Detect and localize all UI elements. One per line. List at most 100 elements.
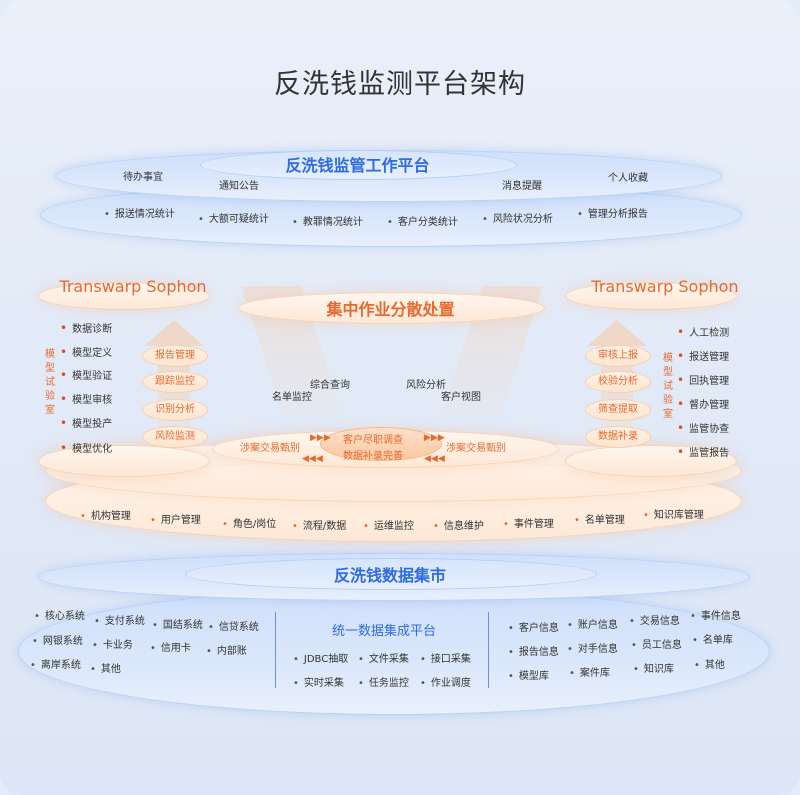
- mgmt-item[interactable]: 角色/岗位: [222, 515, 276, 530]
- source-item[interactable]: 离岸系统: [30, 656, 81, 671]
- mgmt-item[interactable]: 信息维护: [433, 517, 484, 532]
- left-divider: [275, 612, 276, 688]
- flow-item[interactable]: 客户尽职调查: [343, 435, 403, 446]
- item-message[interactable]: 消息提醒: [502, 181, 542, 192]
- center-label[interactable]: 客户视图: [441, 392, 481, 403]
- right-chip[interactable]: 筛查提取: [585, 399, 651, 421]
- left-lab-item[interactable]: 模型验证: [60, 367, 112, 382]
- integration-item[interactable]: 接口采集: [420, 650, 471, 665]
- info-item[interactable]: 报告信息: [508, 643, 559, 658]
- left-chip[interactable]: 跟踪监控: [142, 371, 208, 393]
- info-item[interactable]: 其他: [694, 656, 725, 671]
- item-favorites[interactable]: 个人收藏: [608, 173, 648, 184]
- right-divider: [488, 612, 489, 688]
- right-lab-label-text: 模型试验室: [663, 353, 673, 420]
- source-item[interactable]: 卡业务: [92, 636, 133, 651]
- info-item[interactable]: 账户信息: [567, 616, 618, 631]
- integration-item[interactable]: 实时采集: [293, 674, 344, 689]
- info-item[interactable]: 模型库: [508, 667, 549, 682]
- page-title: 反洗钱监测平台架构: [274, 69, 526, 100]
- info-item[interactable]: 名单库: [692, 631, 733, 646]
- stat-risk[interactable]: 风险状况分析: [482, 210, 553, 225]
- flow-arrow-right-icon: ▶▶▶: [310, 433, 331, 443]
- right-lab-item[interactable]: 人工检测: [677, 324, 729, 339]
- source-item[interactable]: 其他: [90, 660, 121, 675]
- right-chip[interactable]: 审核上报: [585, 345, 651, 367]
- data-mart-title-ellipse: [185, 558, 597, 590]
- data-mart-title: 反洗钱数据集市: [333, 566, 446, 585]
- left-lab-label-text: 模型试验室: [45, 349, 55, 416]
- stat-mgmt-report[interactable]: 管理分析报告: [577, 205, 648, 220]
- center-label[interactable]: 风险分析: [406, 380, 446, 391]
- integration-item[interactable]: 文件采集: [358, 650, 409, 665]
- info-item[interactable]: 交易信息: [629, 612, 680, 627]
- center-core-ellipse: [320, 427, 442, 461]
- left-sophon-ellipse: [38, 282, 210, 310]
- left-lab-item[interactable]: 模型优化: [60, 440, 112, 455]
- left-lab-item[interactable]: 模型投产: [60, 415, 112, 430]
- source-item[interactable]: 内部账: [206, 642, 247, 657]
- info-item[interactable]: 对手信息: [567, 640, 618, 655]
- mgmt-item[interactable]: 知识库管理: [643, 506, 704, 521]
- left-lab-item[interactable]: 模型定义: [60, 344, 112, 359]
- left-sophon-title: Transwarp Sophon: [59, 277, 207, 296]
- stat-crime[interactable]: 教罪情况统计: [292, 213, 363, 228]
- mgmt-item[interactable]: 流程/数据: [292, 517, 346, 532]
- left-up-arrow-icon: [144, 320, 204, 346]
- right-lab-item[interactable]: 督办管理: [677, 396, 729, 411]
- left-chip[interactable]: 风险监测: [142, 426, 208, 448]
- platform-title: 反洗钱监管工作平台: [285, 156, 430, 175]
- center-title: 集中作业分散处置: [326, 300, 455, 319]
- center-label[interactable]: 名单监控: [272, 392, 312, 403]
- integration-item[interactable]: 作业调度: [420, 674, 471, 689]
- right-sophon-title: Transwarp Sophon: [591, 277, 739, 296]
- right-lab-item[interactable]: 回执管理: [677, 372, 729, 387]
- right-sophon-ellipse: [565, 282, 737, 310]
- integration-item[interactable]: JDBC抽取: [293, 650, 348, 665]
- source-item[interactable]: 网银系统: [32, 632, 83, 647]
- mgmt-item[interactable]: 名单管理: [574, 511, 625, 526]
- center-title-ellipse: [238, 292, 545, 324]
- center-label[interactable]: 综合查询: [310, 380, 350, 391]
- stat-large-suspicious[interactable]: 大额可疑统计: [198, 210, 269, 225]
- right-lab-label: 模型试验室: [662, 352, 674, 422]
- flow-item[interactable]: 涉案交易甄别: [240, 443, 300, 454]
- flow-arrow-right-icon: ▶▶▶: [424, 433, 445, 443]
- flow-arrow-left-icon: ◀◀◀: [424, 454, 445, 464]
- source-item[interactable]: 支付系统: [94, 612, 145, 627]
- info-item[interactable]: 员工信息: [631, 636, 682, 651]
- right-lab-item[interactable]: 监管协查: [677, 420, 729, 435]
- stat-report[interactable]: 报送情况统计: [104, 205, 175, 220]
- info-item[interactable]: 案件库: [569, 664, 610, 679]
- mgmt-item[interactable]: 运维监控: [363, 517, 414, 532]
- integration-title: 统一数据集成平台: [331, 624, 436, 639]
- left-lab-item[interactable]: 数据诊断: [60, 320, 112, 335]
- item-todo[interactable]: 待办事宜: [123, 172, 163, 183]
- info-item[interactable]: 客户信息: [508, 619, 559, 634]
- right-chip[interactable]: 数据补录: [585, 426, 651, 448]
- mgmt-item[interactable]: 事件管理: [503, 515, 554, 530]
- right-lab-item[interactable]: 报送管理: [677, 348, 729, 363]
- left-chip[interactable]: 识别分析: [142, 399, 208, 421]
- left-chip[interactable]: 报告管理: [142, 345, 208, 367]
- info-item[interactable]: 知识库: [633, 660, 674, 675]
- flow-arrow-left-icon: ◀◀◀: [302, 454, 323, 464]
- platform-title-ellipse: [200, 150, 517, 180]
- right-lab-item[interactable]: 监管报告: [677, 444, 729, 459]
- left-lab-item[interactable]: 模型审核: [60, 391, 112, 406]
- source-item[interactable]: 国结系统: [152, 616, 203, 631]
- source-item[interactable]: 信用卡: [150, 639, 191, 654]
- flow-item[interactable]: 涉案交易甄别: [446, 443, 506, 454]
- left-lab-label: 模型试验室: [44, 348, 56, 418]
- stat-customer-class[interactable]: 客户分类统计: [387, 213, 458, 228]
- info-item[interactable]: 事件信息: [690, 607, 741, 622]
- mgmt-item[interactable]: 机构管理: [80, 507, 131, 522]
- source-item[interactable]: 信贷系统: [208, 618, 259, 633]
- source-item[interactable]: 核心系统: [34, 607, 85, 622]
- integration-item[interactable]: 任务监控: [358, 674, 409, 689]
- right-chip[interactable]: 校验分析: [585, 371, 651, 393]
- mgmt-item[interactable]: 用户管理: [150, 511, 201, 526]
- flow-item[interactable]: 数据补录完善: [343, 451, 403, 462]
- item-notice[interactable]: 通知公告: [219, 181, 259, 192]
